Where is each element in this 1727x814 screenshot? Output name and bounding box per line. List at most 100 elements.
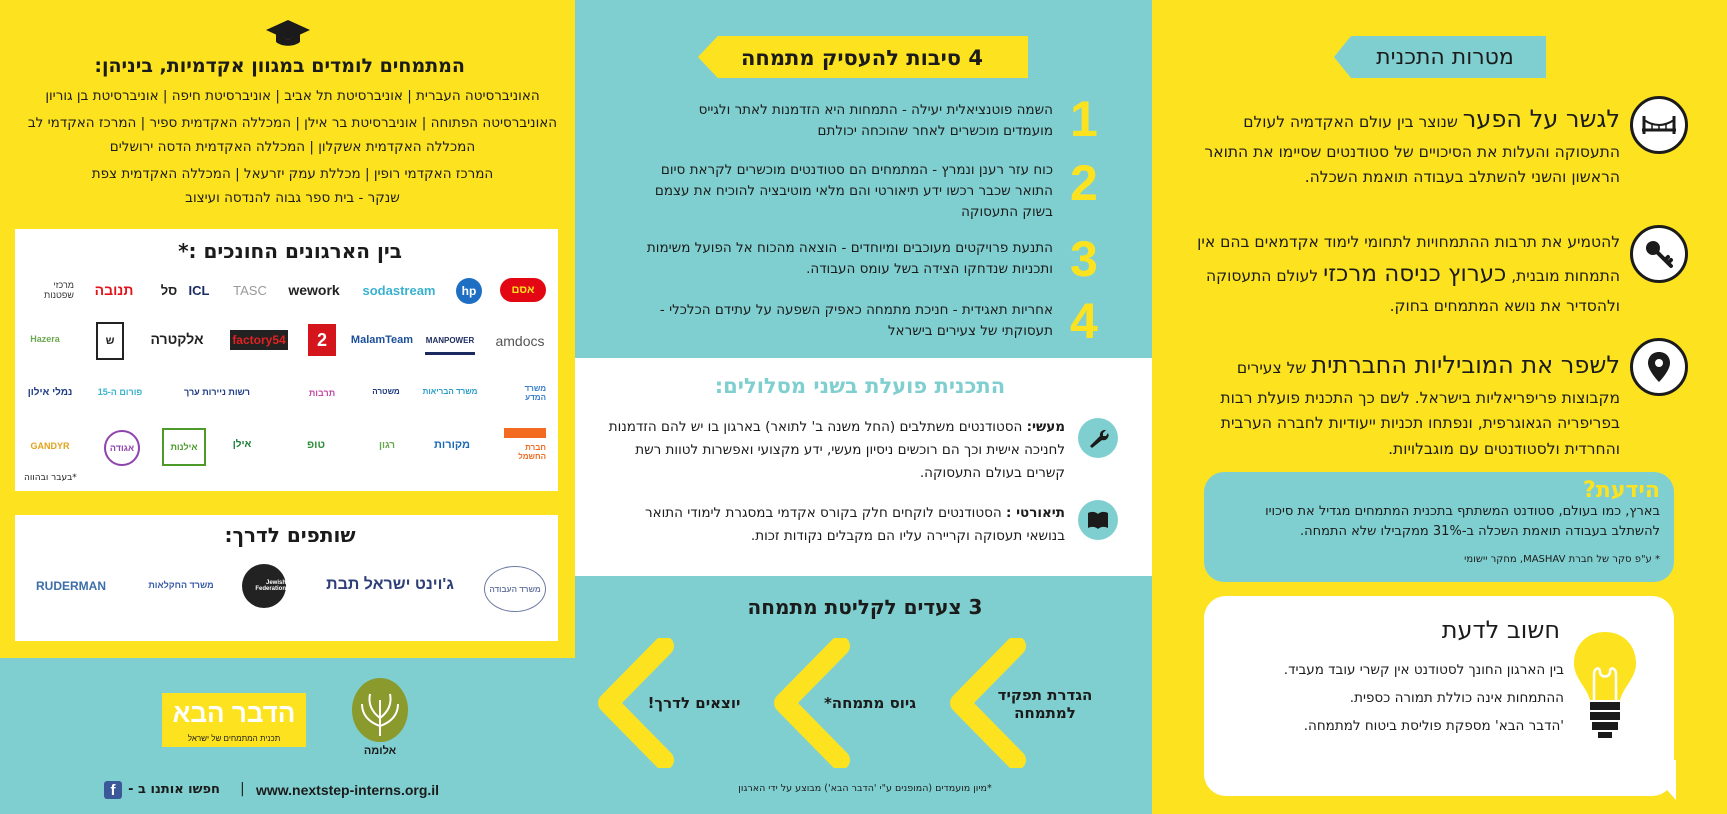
org-logo-electra: אלקטרה <box>150 331 204 347</box>
graduation-cap-icon <box>265 18 311 48</box>
org-logo-ministry-science: משרד המדע <box>524 384 546 402</box>
goal-1-text: שנוצר בין עולם האקדמיה לעולם התעסוקה והע… <box>1204 113 1620 187</box>
did-you-know-title: הידעת? <box>1583 478 1660 503</box>
reason-number-3: 3 <box>1070 231 1098 287</box>
did-you-know-note: * ע"פ סקר של חברת MASHAV, מחקר יישומי <box>1464 554 1660 565</box>
almaya-logo-text: אלומה <box>363 745 397 757</box>
org-logo-icl: ICL <box>188 282 210 298</box>
goal-2-highlight: כערוץ כניסה מרכזי <box>1323 260 1507 287</box>
partners-box <box>12 512 561 644</box>
org-logo-mekorot: מקורות <box>434 439 470 451</box>
org-logo-ragon: רגון <box>378 439 396 451</box>
tracks-panel <box>575 358 1152 576</box>
orgs-title: בין הארגונים החונכים :* <box>178 239 402 263</box>
org-logo-ministry-health: משרד הבריאות <box>422 386 478 396</box>
footer-divider: | <box>240 781 245 797</box>
reason-number-2: 2 <box>1070 155 1098 211</box>
location-pin-icon <box>1630 338 1688 396</box>
org-logo-hazera: Hazera <box>30 334 60 344</box>
orgs-note: *בעבר ובהווה <box>24 473 77 483</box>
org-logo-gandyr: GANDYR <box>30 441 70 451</box>
nextstep-logo-sub: תכנית המתמחים של ישראל <box>187 733 281 743</box>
important-line-1: בין הארגון החונך לסטודנט אין קשרי עובד מ… <box>1283 662 1564 678</box>
steps-title: 3 צעדים לקליטת מתמחה <box>747 595 983 619</box>
step-chevron-3 <box>596 636 676 770</box>
important-line-2: ההתמחות אינה כוללת תמורה כספית. <box>1349 690 1564 706</box>
reason-text-2: כוח עזר רענן ונמרץ - המתמחים הם סטודנטים… <box>654 162 1053 220</box>
org-logo-channel2: 2 <box>308 324 336 356</box>
org-logo-securities: רשות ניירות ערך <box>184 387 250 397</box>
bridge-icon <box>1630 96 1688 154</box>
almaya-logo: אלומה <box>350 678 410 760</box>
academia-line-1: האוניברסיטה העברית | אוניברסיטת תל אביב … <box>45 88 540 104</box>
org-logo-top: טופ <box>306 439 326 451</box>
step-1: הגדרת תפקיד למתמחה <box>997 686 1093 722</box>
step-chevron-1 <box>948 636 1028 770</box>
partners-title: שותפים לדרך: <box>224 523 356 547</box>
reason-text-1: השמה פוטנציאלית יעילה - התמחות היא הזדמנ… <box>698 102 1053 139</box>
track-theoretical-label: תיאורטי : <box>1005 505 1065 521</box>
important-title: חשוב לדעת <box>1441 616 1560 644</box>
academia-line-4: המרכז האקדמי רופין | מכללת עמק יזרעאל | … <box>91 166 494 182</box>
goals-title: מטרות התכנית <box>1376 45 1514 70</box>
orgs-box <box>12 226 561 494</box>
academia-line-2: האוניברסיטה הפתוחה | אוניברסיטת בר אילן … <box>27 115 558 131</box>
goal-3-text: של צעירים מקבוצות פריפריאליות בישראל. לש… <box>1220 359 1620 458</box>
org-logo-hp: hp <box>456 278 482 304</box>
goal-2: להטמיע את תרבות ההתמחויות לתחומי לימוד א… <box>1180 230 1620 319</box>
facebook-icon[interactable]: f <box>104 781 122 799</box>
important-line-3: 'הדבר הבא' מספקת פוליסת ביטוח למתמחה. <box>1303 718 1564 734</box>
reason-text-3: התנעת פרויקטים מעוכבים ומיוחדים - הוצאה … <box>646 240 1053 277</box>
org-logo-shiputim: מרכזי שפטנות <box>44 280 74 300</box>
goal-1: לגשר על הפער שנוצר בין עולם האקדמיה לעול… <box>1190 100 1620 191</box>
reason-number-1: 1 <box>1070 91 1098 147</box>
step-2: גיוס מתמחה* <box>823 694 917 712</box>
key-icon <box>1630 225 1688 283</box>
goal-1-highlight: לגשר על הפער <box>1462 105 1620 133</box>
org-logo-wework: wework <box>288 282 340 298</box>
tracks-title: התכנית פועלת בשני מסלולים: <box>714 374 1006 398</box>
org-logo-amdocs: amdocs <box>495 333 545 349</box>
academia-line-3: המכללה האקדמית אשקלון | המכללה האקדמית ה… <box>109 139 476 155</box>
org-logo-tnuva: תנובה <box>94 282 134 298</box>
org-logo-ilanot: אילנות <box>162 428 206 466</box>
steps-panel <box>575 576 1152 814</box>
org-logo-forum15: פורום ה-15 <box>97 387 143 397</box>
partner-logo-federation: Jewish Federation <box>242 564 286 608</box>
did-you-know-box <box>1204 472 1674 582</box>
org-logo-sodastream: sodastream <box>362 282 436 298</box>
org-logo-manpower: MANPOWER <box>425 328 475 355</box>
org-logo-culture: תרבות <box>308 388 336 398</box>
track-practical-text: הסטודנטים משתלבים (החל משנה ב' לתואר) בא… <box>608 419 1065 481</box>
goal-3-highlight: לשפר את המוביליות החברתית <box>1311 351 1620 379</box>
nextstep-logo-text: הדבר הבא <box>172 697 296 728</box>
org-logo-iec: חברת החשמל <box>504 428 546 466</box>
goal-3: לשפר את המוביליות החברתית של צעירים מקבו… <box>1180 346 1620 462</box>
partner-logo-ministry: משרד החקלאות <box>148 580 214 590</box>
goal-2-text-b: לעולם התעסוקה ולהסדיר את נושא המתמחים בח… <box>1205 266 1620 315</box>
partner-logo-labor: משרד העבודה <box>484 566 546 612</box>
step-chevron-2 <box>772 636 852 770</box>
partner-logo-joint: ג'וינט ישראל תבת <box>326 576 454 593</box>
org-logo-factory54: factory54 <box>230 330 288 350</box>
goals-title-tag <box>1334 36 1546 78</box>
org-logo-shield: ש <box>96 322 124 360</box>
track-theoretical-text: הסטודנטים לוקחים חלק בקורס אקדמי במסגרת … <box>644 505 1065 544</box>
reasons-title: 4 סיבות להעסיק מתמחה <box>740 46 983 70</box>
track-practical-label: מעשי: <box>1026 419 1065 435</box>
step-3: יוצאים לדרך! <box>647 694 741 712</box>
nextstep-logo: הדבר הבא תכנית המתמחים של ישראל <box>162 693 306 747</box>
footer-website[interactable]: www.nextstep-interns.org.il <box>256 782 440 798</box>
book-icon <box>1078 500 1118 540</box>
org-logo-aguda: אגודה <box>104 430 140 466</box>
did-you-know-text: בארץ, כמו בעולם, סטודנט המשתתף בתכנית המ… <box>1265 504 1660 540</box>
org-logo-cel: סל <box>160 282 178 298</box>
org-logo-ilan: אילן <box>232 438 252 450</box>
org-logo-police: משטרה <box>372 386 400 396</box>
org-logo-malamteam: MalamTeam <box>350 334 414 346</box>
reason-number-4: 4 <box>1070 293 1098 349</box>
org-logo-ayalon: נמלי אילון <box>27 386 73 398</box>
lightbulb-icon <box>1572 630 1638 742</box>
track-theoretical: תיאורטי : הסטודנטים לוקחים חלק בקורס אקד… <box>605 502 1065 548</box>
org-logo-tasc: TASC <box>233 282 267 298</box>
